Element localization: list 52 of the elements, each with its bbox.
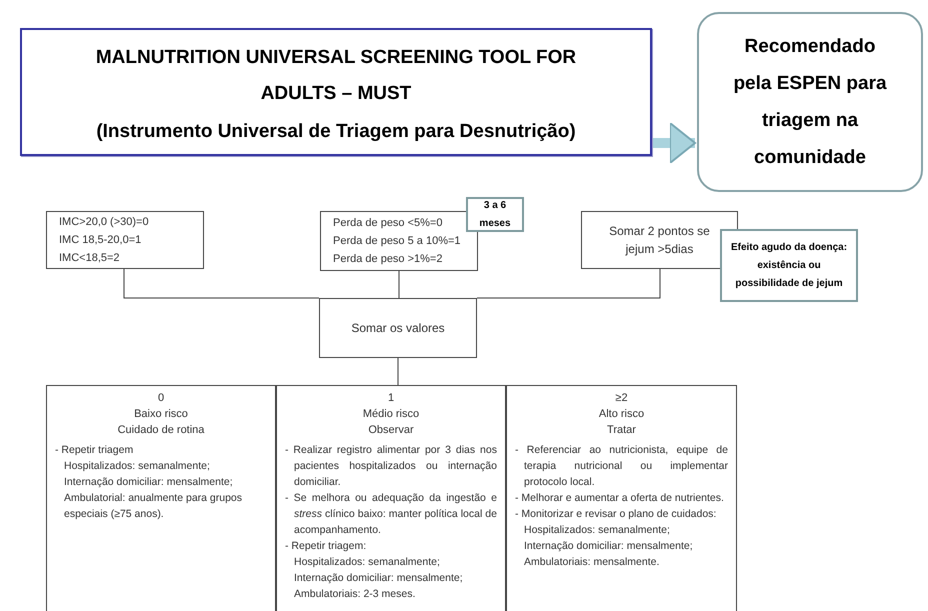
risk-action-text: Ambulatorial: anualmente para grupos especiais (≥75 anos). [63,491,244,522]
process-box [319,298,477,358]
risk-action-text: - Repetir triagem: [285,539,368,554]
risk-action-text: Hospitalizados: semanalmente; [63,459,211,474]
title-box [20,28,652,156]
risk-heading: 1 [386,391,396,406]
criteria-text: Perda de peso 5 a 10%=1 [333,234,462,249]
connector-line [476,268,660,298]
risk-action-text: - Melhorar e aumentar a oferta de nutrientes. [515,491,725,506]
note-box [697,12,923,192]
note-text: Efeito agudo da doença: existência ou possibilidade de jejum [730,240,848,290]
risk-heading: Baixo risco [133,407,189,422]
risk-action-text: - Realizar registro alimentar por 3 dias nos pacientes hospitalizados ou internação domiciliar. [285,443,497,490]
title-text: MALNUTRITION UNIVERSAL SCREENING TOOL FOR ADULTS – MUST [94,46,578,106]
risk-heading: Tratar [606,423,637,438]
subtitle-text: (Instrumento Universal de Triagem para Desnutrição) [96,120,576,144]
risk-action-text: Hospitalizados: semanalmente; [523,523,671,538]
criteria-text: Perda de peso >1%=2 [333,252,444,267]
risk-action-text: Internação domiciliar: mensalmente; [293,571,464,586]
risk-action-text: - Se melhora ou adequação da ingestão e stress clínico baixo: manter política local de acompanhamento. [285,491,497,538]
note-text: 3 a 6 meses [478,198,512,230]
connector-line [124,268,320,298]
criteria-text: IMC<18,5=2 [59,251,121,266]
risk-action-text: Ambulatoriais: 2-3 meses. [293,587,416,602]
risk-heading: Observar [367,423,415,438]
risk-action-text: - Repetir triagem [55,443,134,458]
process-text: Somar 2 pontos se jejum >5dias [608,223,711,258]
risk-action-text: Ambulatoriais: mensalmente. [523,555,660,570]
risk-action-text: Internação domiciliar: mensalmente; [523,539,694,554]
criteria-box [46,211,204,269]
risk-action-text: - Referenciar ao nutricionista, equipe de terapia nutricional ou implementar protocolo local. [515,443,728,490]
risk-cell [276,385,506,611]
note-text: Recomendado pela ESPEN para triagem na comunidade [732,35,888,170]
block-arrow [652,122,696,164]
risk-heading: ≥2 [614,391,629,406]
risk-heading: Médio risco [362,407,420,422]
note-tag [466,197,524,232]
note-tag [720,229,858,302]
connector-line [398,270,400,298]
risk-heading: Alto risco [598,407,646,422]
criteria-text: Perda de peso <5%=0 [333,216,444,231]
risk-action-text: - Monitorizar e revisar o plano de cuidados: [515,507,718,522]
criteria-text: IMC>20,0 (>30)=0 [59,215,150,230]
risk-heading: Cuidado de rotina [116,423,206,438]
risk-action-text: Internação domiciliar: mensalmente; [63,475,234,490]
risk-action-text: Hospitalizados: semanalmente; [293,555,441,570]
criteria-text: IMC 18,5-20,0=1 [59,233,142,248]
risk-cell [506,385,737,611]
risk-heading: 0 [156,391,166,406]
process-text: Somar os valores [351,320,445,337]
risk-cell [46,385,276,611]
criteria-box [320,211,478,271]
